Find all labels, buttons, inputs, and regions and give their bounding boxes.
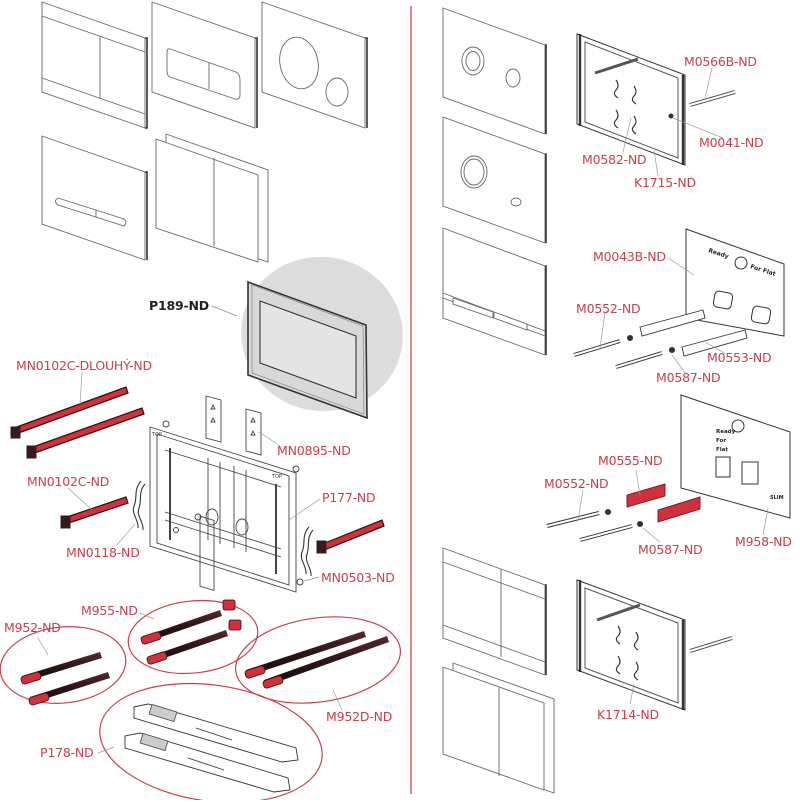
flush-plate-ring-dual-button [442, 7, 547, 135]
group-m952d [235, 616, 401, 704]
bracket-mn0895-left [205, 395, 222, 443]
rods-m952 [20, 652, 110, 706]
leader-m0587-b [642, 527, 661, 543]
flush-plate-square-two-button-right [442, 547, 547, 676]
label-m0587-a: M0587-ND [656, 370, 721, 385]
label-mn0895: MN0895-ND [277, 443, 351, 458]
leader-m952 [37, 637, 49, 656]
label-m0555: M0555-ND [598, 453, 663, 468]
label-m955: M955-ND [81, 603, 138, 618]
leader-mn0102c [67, 487, 93, 511]
clip-mn0118-left [132, 480, 146, 531]
leader-k1714 [629, 683, 635, 705]
rail-mn0102c-short [60, 496, 129, 529]
label-mn0102c: MN0102C-ND [27, 474, 110, 489]
leader-p177 [288, 498, 321, 521]
leader-m0041 [672, 117, 724, 139]
flush-plate-glass-two-panel [155, 133, 269, 263]
leader-m0043b [667, 257, 695, 276]
frame-k1714 [576, 579, 733, 711]
leader-m952d [332, 689, 343, 711]
label-p189: P189-ND [149, 298, 209, 313]
plate-text-slim: SLIM [770, 495, 784, 501]
label-m0552-b: M0552-ND [544, 476, 609, 491]
rail-mn0102c-long-2 [26, 407, 145, 459]
label-m958: M958-ND [735, 534, 792, 549]
leader-m0582 [622, 117, 632, 153]
cap-mn0503 [296, 578, 304, 586]
flush-plate-round-two-button [261, 1, 368, 129]
plate-m958 [680, 394, 791, 519]
plates-p178 [124, 703, 299, 793]
anchors-m0552 [573, 334, 676, 369]
leader-p178 [97, 746, 115, 754]
rails-m0553 [639, 309, 748, 357]
rods-m955 [140, 599, 242, 665]
group-m955 [127, 599, 259, 675]
label-mn0118: MN0118-ND [66, 545, 140, 560]
label-m0566b: M0566B-ND [684, 54, 757, 69]
frame-k1715 [576, 33, 736, 166]
leader-m0566b [704, 67, 713, 99]
label-m952: M952-ND [4, 620, 61, 635]
label-k1714: K1714-ND [597, 707, 659, 722]
leader-m0555 [635, 469, 641, 496]
leader-mn0895 [258, 431, 281, 447]
label-m0043b: M0043B-ND [593, 249, 666, 264]
label-m0552-a: M0552-ND [576, 301, 641, 316]
rail-right-short [316, 519, 385, 554]
label-p177: P177-ND [322, 490, 376, 505]
leader-m0587-a [671, 354, 687, 375]
label-m0553: M0553-ND [707, 350, 772, 365]
installation-frame-p177 [149, 420, 300, 593]
leader-k1715 [653, 149, 659, 177]
flush-plate-glass-two-panel-right [442, 662, 555, 794]
flush-plate-slim-bar-button [41, 135, 148, 261]
plate-text-for: For [716, 438, 726, 444]
bracket-mn0895-right [245, 408, 262, 456]
leader-m0552-b [577, 489, 584, 522]
flush-plate-square-two-button [41, 1, 148, 129]
leader-m0553 [704, 341, 727, 355]
label-m0587-b: M0587-ND [638, 542, 703, 557]
leader-mn0503 [303, 576, 320, 582]
flush-plate-bar-dual-button [442, 227, 547, 356]
plate-text-flat: Flat [716, 447, 728, 453]
leader-m958 [762, 507, 769, 536]
flush-plate-ring-touchless [442, 116, 547, 244]
leader-m0552-a [599, 312, 606, 349]
clip-right [300, 526, 314, 577]
flush-plate-rounded-two-button [151, 1, 258, 129]
leader-p189 [211, 305, 238, 317]
group-m952 [0, 626, 127, 704]
anchors-m0552-b [546, 508, 644, 542]
p189-frame [247, 280, 368, 420]
frame-mark-top-right: TOP [271, 474, 282, 480]
label-m0041: M0041-ND [699, 135, 764, 150]
label-m0582: M0582-ND [582, 152, 647, 167]
frame-mark-top-left: TOP [151, 432, 162, 438]
leader-mn0118 [115, 523, 136, 547]
plate-text-ready-2: Ready [716, 429, 736, 435]
rail-mn0102c-long-1 [10, 386, 129, 439]
label-m952d: M952D-ND [326, 709, 393, 724]
label-mn0102c-long: MN0102C-DLOUHÝ-ND [16, 358, 152, 373]
plate-m0043b [685, 228, 785, 337]
label-k1715: K1715-ND [634, 175, 696, 190]
label-p178: P178-ND [40, 745, 94, 760]
leader-m955 [139, 612, 155, 620]
leader-mn0102c-long [79, 371, 83, 405]
blocks-m0555 [626, 483, 701, 523]
rods-m952d [244, 631, 389, 689]
label-mn0503: MN0503-ND [321, 570, 395, 585]
